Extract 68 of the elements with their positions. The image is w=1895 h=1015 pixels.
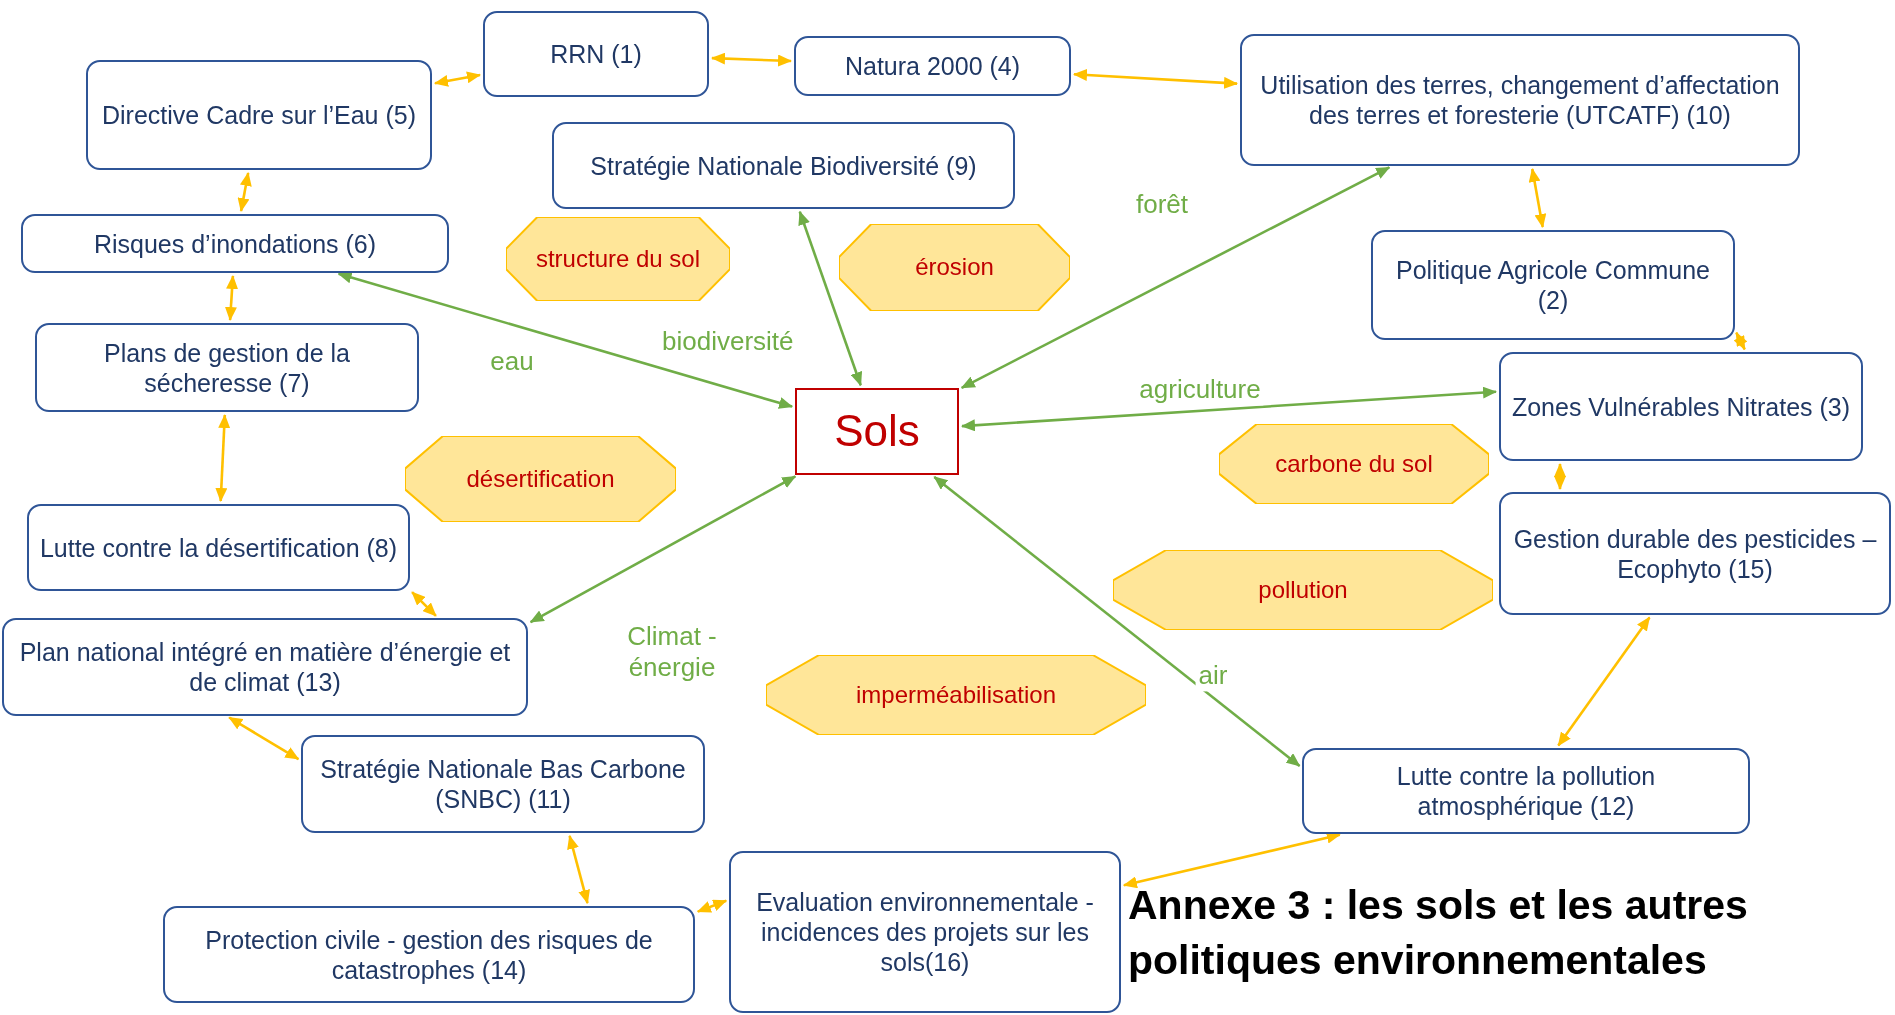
policy-box [163, 906, 695, 1003]
policy-box [1302, 748, 1750, 834]
arrow [1528, 168, 1547, 228]
policy-label: Natura 2000 (4) [844, 51, 1021, 81]
policy-box [483, 11, 709, 97]
arrow [696, 899, 728, 913]
arrow [529, 475, 797, 624]
policy-label: Plans de gestion de la sécheresse (7) [103, 337, 351, 398]
policy-box [2, 618, 528, 716]
policy-box [1371, 230, 1735, 340]
policy-box [301, 735, 705, 833]
topic-label: carbone du sol [1275, 449, 1433, 479]
arrow [411, 591, 437, 617]
policy-label: Stratégie Nationale Biodiversité (9) [590, 150, 977, 181]
arrow [434, 71, 481, 87]
policy-box [552, 122, 1015, 209]
arrow [933, 475, 1301, 768]
topic-octagon [766, 655, 1146, 735]
arrow [960, 166, 1391, 390]
arrow [1073, 68, 1238, 89]
policy-label: RRN (1) [550, 39, 642, 69]
arrow [798, 210, 863, 387]
arrow [711, 52, 792, 67]
policy-box [794, 36, 1071, 96]
policy-box [21, 214, 449, 273]
policy-label: Stratégie Nationale Bas Carbone (SNBC) (11) [319, 754, 687, 814]
arrow [224, 275, 239, 321]
policy-label: Risques d’inondations (6) [93, 228, 377, 259]
topic-label: érosion [915, 253, 994, 282]
policy-label: Utilisation des terres, changement d’affectation des terres et foresterie (UTCATF) (10) [1259, 70, 1781, 130]
policy-label: Gestion durable des pesticides – Ecophyto (15) [1512, 523, 1878, 584]
topic-octagon [839, 224, 1070, 311]
policy-label: Politique Agricole Commune (2) [1394, 255, 1712, 315]
arrow [237, 171, 252, 213]
policy-box [1240, 34, 1800, 166]
policy-label: Lutte contre la pollution atmosphérique (12) [1395, 761, 1657, 821]
policy-box [35, 323, 419, 412]
arrow [337, 271, 794, 409]
arrow [228, 716, 300, 761]
topic-octagon [405, 436, 676, 522]
policy-label: Plan national intégré en matière d’énergie et de climat (13) [18, 637, 512, 697]
arrow [961, 386, 1497, 432]
soil-label: Sols [834, 405, 920, 458]
arrow [1557, 616, 1651, 747]
arrow [1554, 463, 1566, 490]
policy-box [1499, 352, 1863, 461]
title: Annexe 3 : les sols et les autres politiques environnementales [1128, 881, 1749, 986]
policy-label: Directive Cadre sur l’Eau (5) [102, 100, 416, 130]
policy-box [1499, 492, 1891, 615]
topic-label: désertification [466, 464, 615, 494]
topic-octagon [1113, 550, 1493, 630]
topic-octagon [1219, 424, 1489, 504]
policy-label: Lutte contre la désertification (8) [39, 532, 398, 563]
arrow [1733, 331, 1748, 351]
policy-box [729, 851, 1121, 1013]
policy-label: Zones Vulnérables Nitrates (3) [1511, 391, 1851, 422]
topic-octagon [506, 217, 730, 301]
arrow [1122, 831, 1341, 889]
topic-label: pollution [1258, 575, 1348, 605]
policy-box [27, 504, 410, 591]
topic-label: imperméabilisation [855, 680, 1057, 710]
arrow [567, 834, 590, 905]
policy-label: Protection civile - gestion des risques de catastrophes (14) [204, 924, 654, 985]
soil-box [795, 388, 959, 475]
topic-label: structure du sol [535, 244, 701, 274]
arrow [215, 414, 231, 502]
policy-label: Evaluation environnementale - incidences des projets sur les sols(16) [755, 887, 1095, 977]
policy-box [86, 60, 432, 170]
